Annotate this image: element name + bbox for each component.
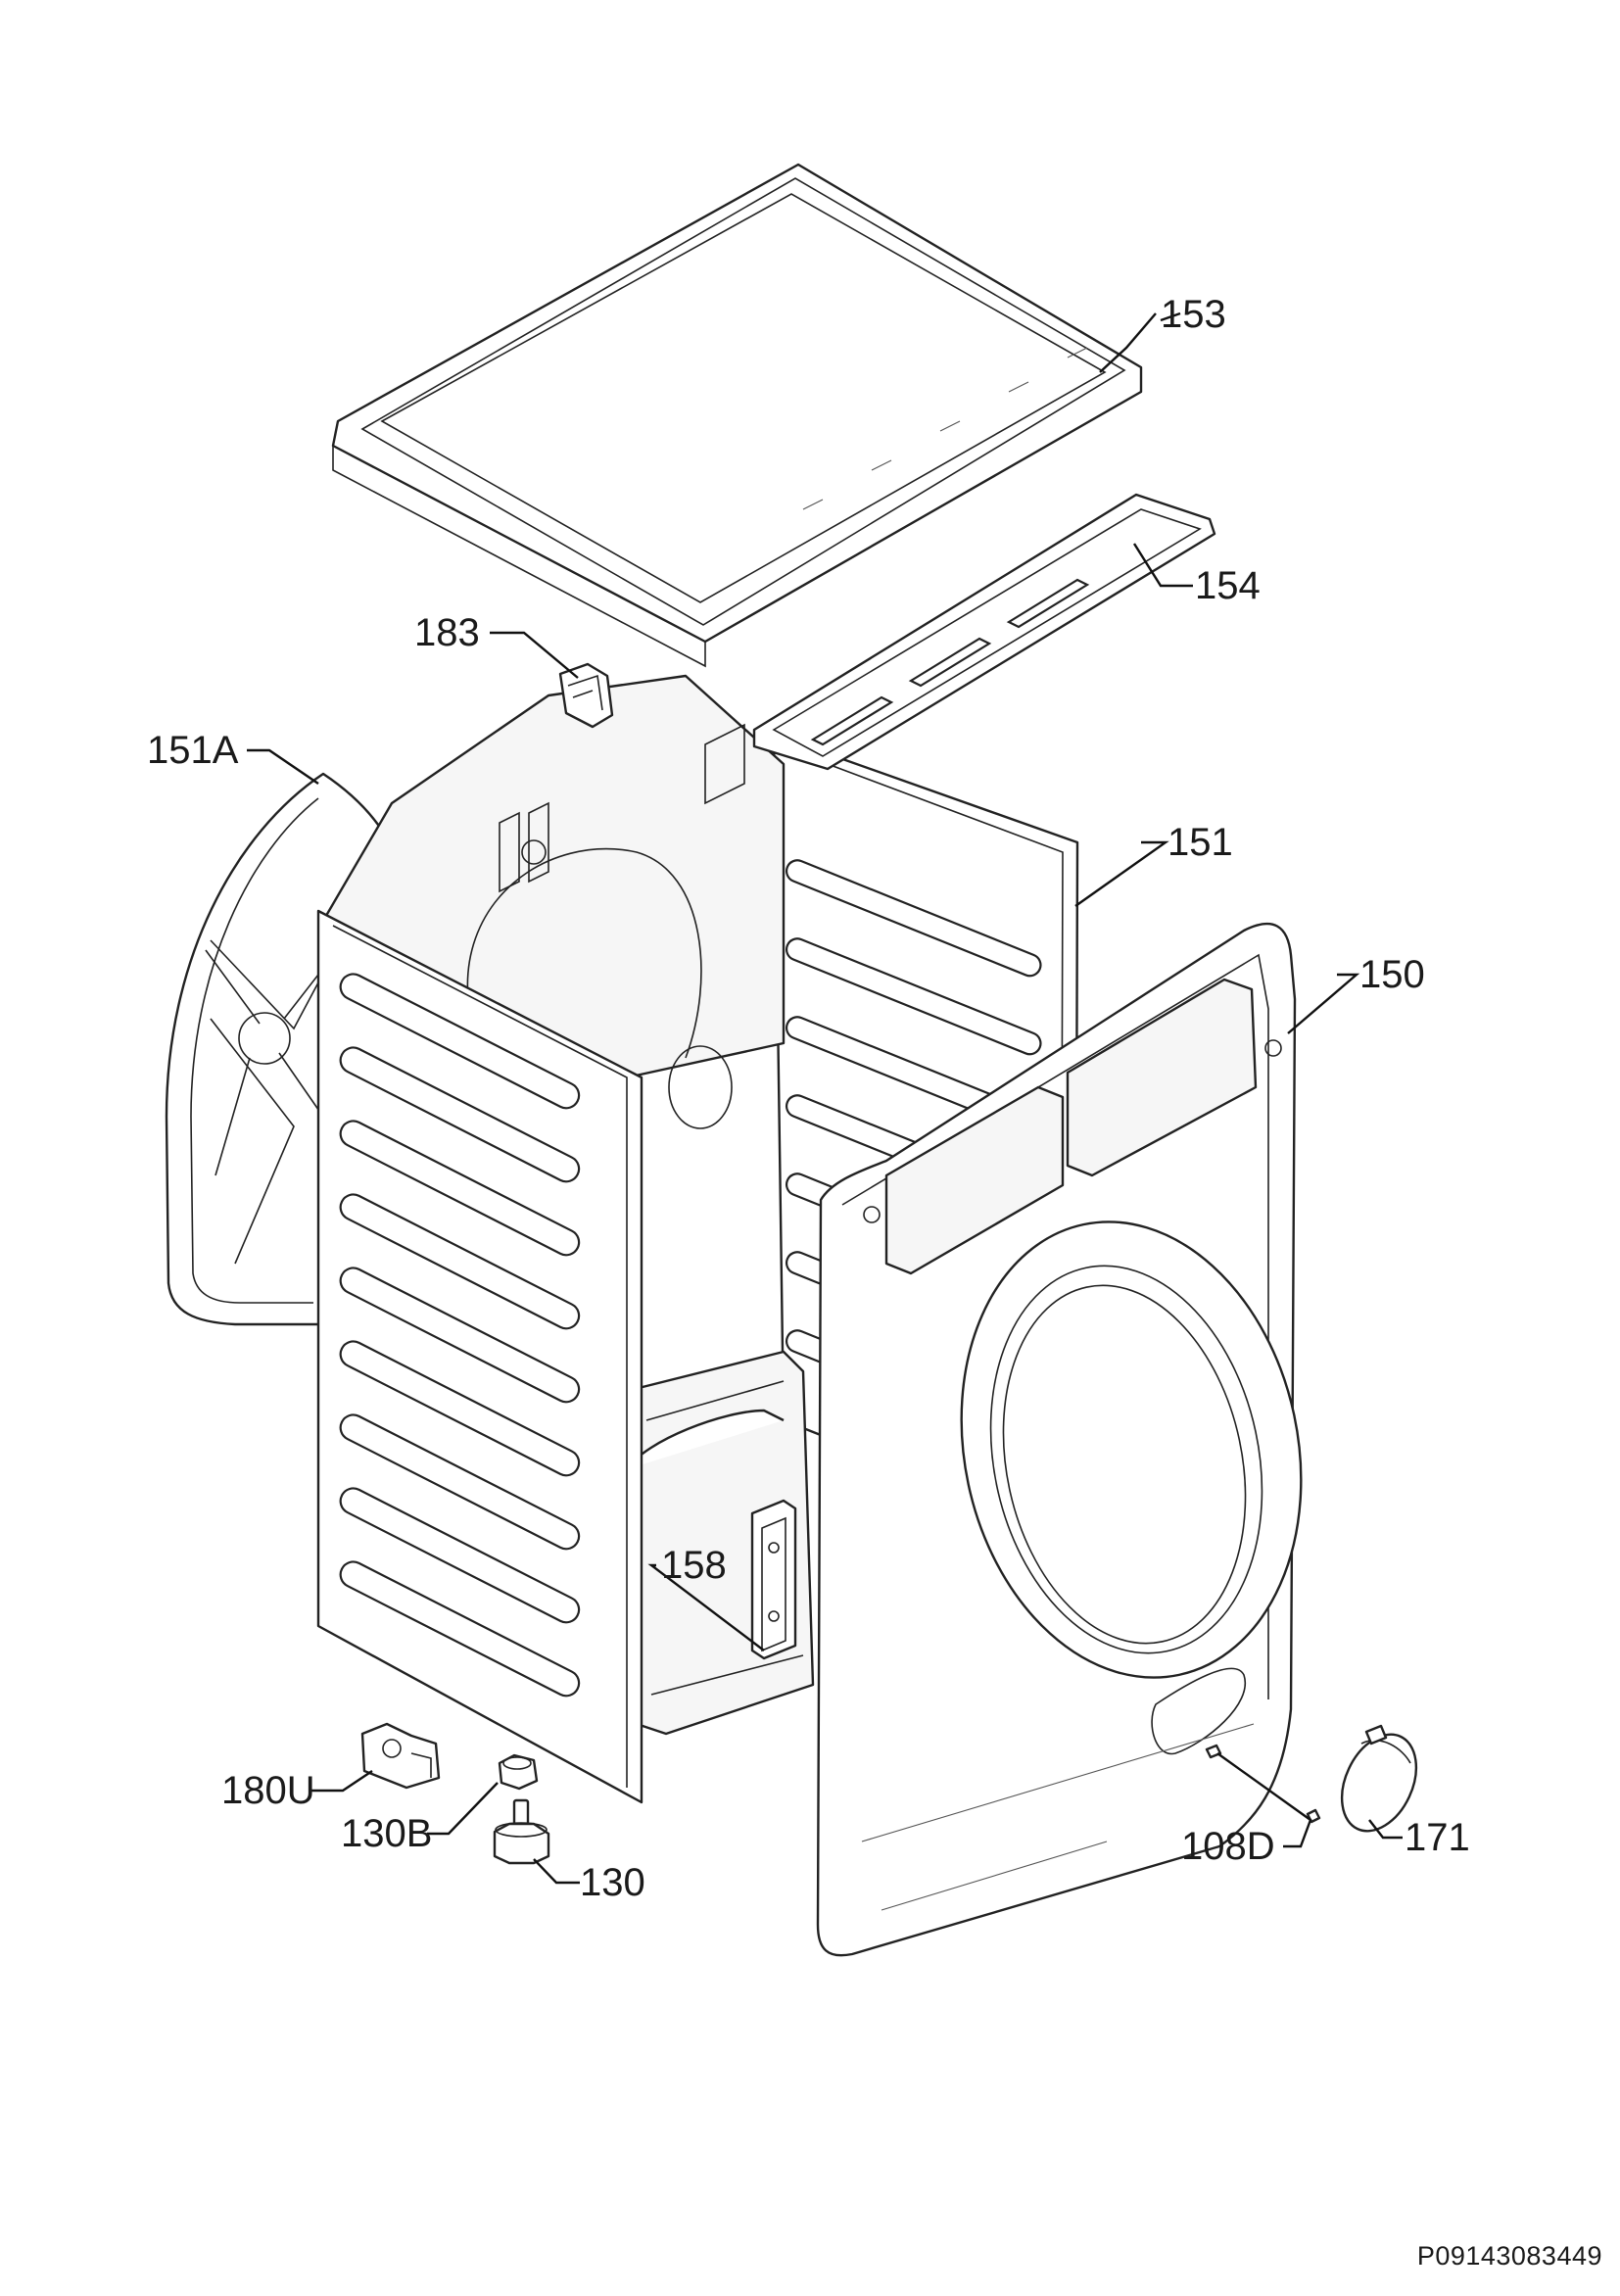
callout-108D: 108D (1181, 1825, 1275, 1868)
part-183-latch (558, 662, 614, 729)
part-154-rail-bracket (752, 493, 1216, 771)
part-153-top-cover (331, 163, 1143, 668)
part-150-front-panel (816, 922, 1303, 1957)
callout-154: 154 (1195, 564, 1261, 607)
part-130-foot (493, 1798, 550, 1865)
callout-151A: 151A (147, 729, 239, 772)
callout-183: 183 (414, 611, 480, 654)
callout-130B: 130B (341, 1812, 433, 1855)
part-left-side-panel (316, 909, 643, 1804)
callout-150: 150 (1359, 953, 1425, 996)
callout-153: 153 (1161, 293, 1226, 336)
part-158-bracket (750, 1499, 797, 1660)
callout-171: 171 (1405, 1816, 1470, 1859)
part-171-cap (1340, 1724, 1418, 1833)
callout-180U: 180U (221, 1769, 315, 1812)
document-id: P09143083449 (1416, 2241, 1602, 2271)
leader-lines (247, 311, 1403, 1885)
part-108D-screw (1205, 1744, 1321, 1824)
part-130B-nut (498, 1753, 539, 1791)
callout-158: 158 (661, 1544, 727, 1587)
callout-151: 151 (1167, 821, 1233, 864)
callout-130: 130 (580, 1861, 645, 1904)
part-180U-clip (360, 1722, 441, 1790)
